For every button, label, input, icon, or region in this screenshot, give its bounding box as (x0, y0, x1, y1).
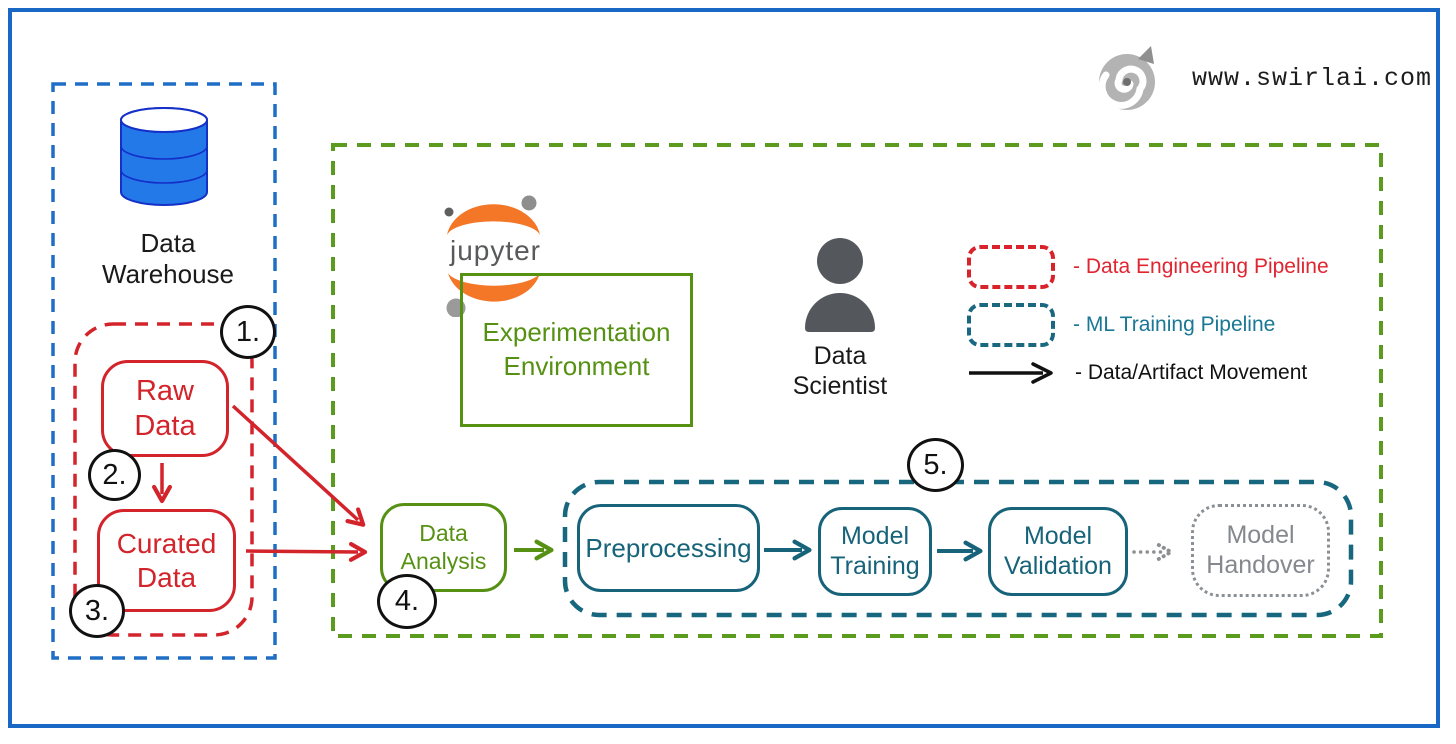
legend-row-data-engineering: - Data Engineering Pipeline (967, 241, 1329, 293)
step-5-badge: 5. (907, 438, 964, 492)
legend-data-engineering-label: - Data Engineering Pipeline (1073, 255, 1329, 278)
outer-border (8, 8, 1440, 728)
legend-arrow-icon (969, 362, 1053, 384)
legend-movement-label: - Data/Artifact Movement (1075, 361, 1308, 384)
swirlai-logo-icon (1098, 46, 1155, 110)
data-analysis-node: Data Analysis (380, 503, 507, 592)
curated-data-node: Curated Data (97, 509, 236, 612)
legend-teal-dashed-swatch (967, 303, 1055, 347)
model-training-node: Model Training (818, 507, 932, 596)
database-icon (120, 107, 208, 206)
legend-red-dashed-swatch (967, 245, 1055, 289)
data-scientist-label: Data Scientist (792, 342, 888, 400)
data-warehouse-label: Data Warehouse (102, 228, 234, 289)
step-4-badge: 4. (377, 574, 437, 629)
step-3-badge: 3. (69, 584, 125, 638)
preprocessing-node: Preprocessing (577, 504, 760, 592)
raw-data-node: Raw Data (101, 360, 229, 457)
model-validation-node: Model Validation (988, 507, 1128, 596)
step-1-badge: 1. (220, 305, 276, 359)
legend-ml-training-label: - ML Training Pipeline (1073, 313, 1276, 336)
data-scientist-icon (805, 238, 875, 332)
legend-row-ml-training: - ML Training Pipeline (967, 299, 1275, 351)
site-url: www.swirlai.com (1192, 64, 1433, 93)
experimentation-environment-box: Experimentation Environment (460, 273, 693, 427)
legend-row-movement: - Data/Artifact Movement (967, 347, 1307, 399)
jupyter-wordmark: jupyter (449, 235, 542, 266)
model-handover-node: Model Handover (1191, 504, 1330, 597)
step-2-badge: 2. (88, 449, 141, 501)
